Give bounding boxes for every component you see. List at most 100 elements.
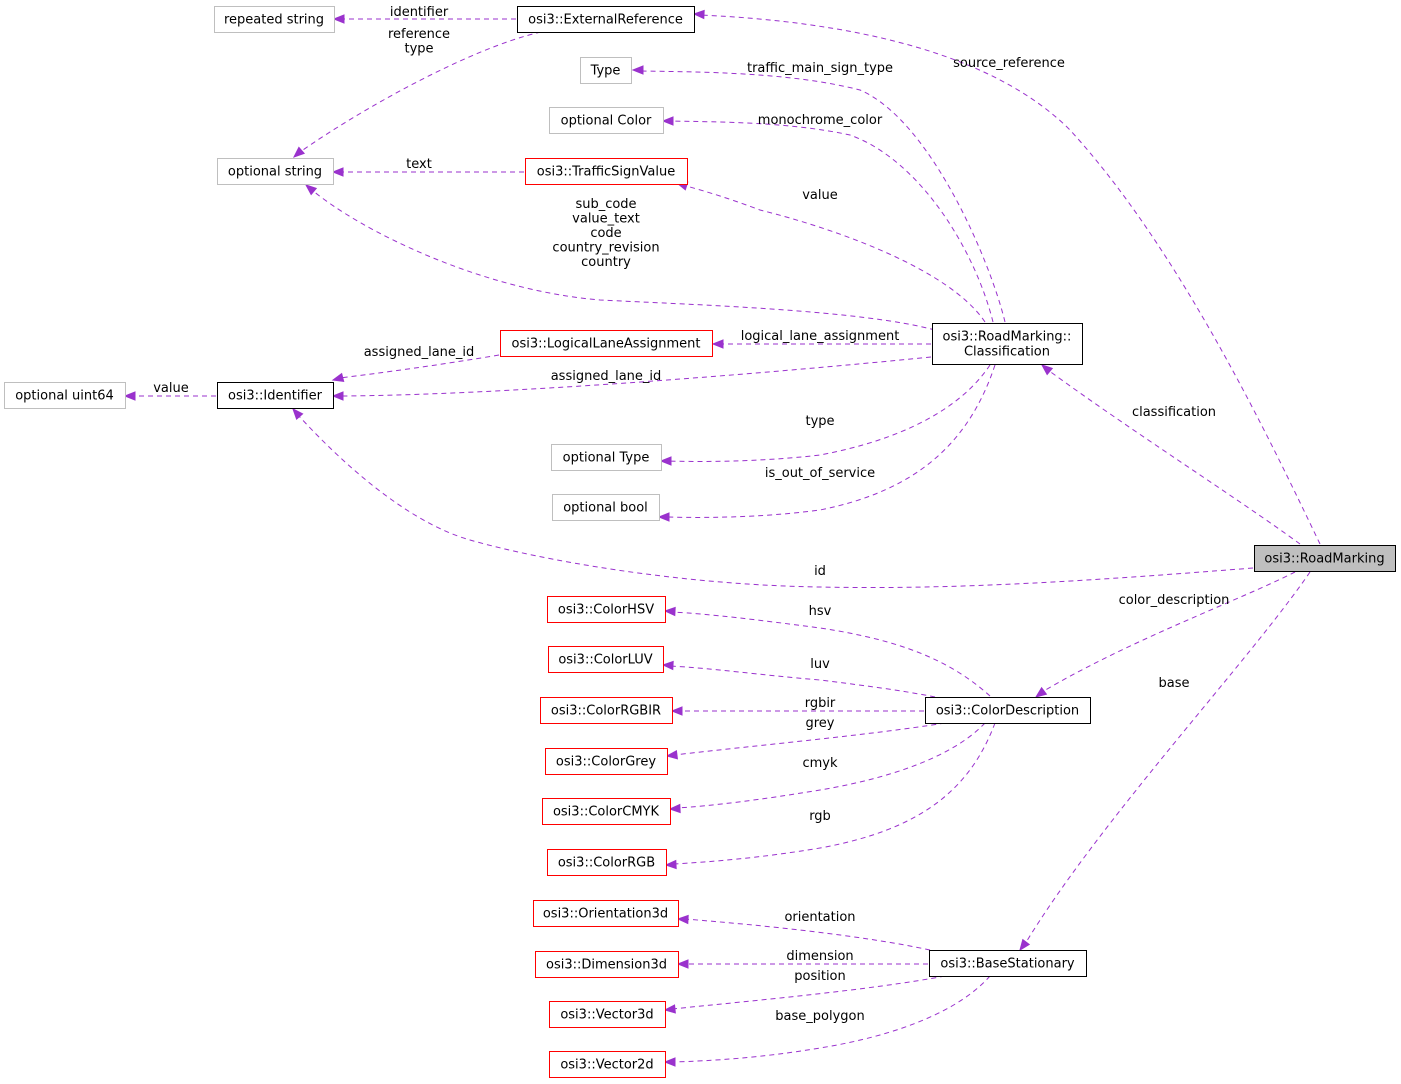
edge-bs-base-polygon: base_polygon: [663, 975, 991, 1067]
node-label: Type: [590, 64, 621, 79]
node-optional-type: optional Type: [551, 444, 662, 471]
edge-rm-base: base: [1019, 571, 1311, 952]
edge-label: source_reference: [953, 56, 1065, 71]
edge-line: [339, 354, 500, 379]
arrowhead-icon: [664, 859, 677, 870]
edge-label: identifier: [390, 5, 449, 20]
edge-rm-color-description: color_description: [1034, 571, 1296, 698]
edge-rm-source-reference: source_reference: [692, 9, 1321, 545]
arrowhead-icon: [661, 116, 674, 126]
edge-label: text: [406, 157, 432, 172]
node-box: [217, 158, 334, 185]
arrowhead-icon: [631, 65, 644, 75]
node-repeated-string: repeated string: [214, 6, 335, 33]
arrowhead-icon: [668, 803, 681, 814]
edge-line: [299, 31, 542, 153]
edge-ext-identifier: identifier: [332, 5, 516, 24]
node-logical-lane-assignment[interactable]: osi3::LogicalLaneAssignment: [500, 330, 713, 357]
node-dimension3d[interactable]: osi3::Dimension3d: [535, 951, 679, 978]
node-orientation3d[interactable]: osi3::Orientation3d: [533, 900, 679, 927]
edge-cd-rgbir: rgbir: [670, 696, 924, 716]
node-box: [549, 1001, 666, 1028]
node-label: osi3::Dimension3d: [546, 958, 667, 973]
node-road-marking: osi3::RoadMarking: [1254, 545, 1396, 572]
node-color-luv[interactable]: osi3::ColorLUV: [548, 646, 664, 673]
edge-line: [669, 120, 994, 323]
node-box: [500, 330, 713, 357]
node-box: [929, 950, 1087, 977]
node-box: [535, 951, 679, 978]
node-label: osi3::Orientation3d: [543, 907, 668, 922]
node-base-stationary[interactable]: osi3::BaseStationary: [929, 950, 1087, 977]
edge-bs-orientation: orientation: [676, 910, 931, 951]
node-box: [549, 1051, 666, 1078]
node-color-grey[interactable]: osi3::ColorGrey: [545, 748, 668, 775]
node-optional-color: optional Color: [549, 107, 664, 134]
node-traffic-sign-value[interactable]: osi3::TrafficSignValue: [525, 158, 688, 185]
edge-label: monochrome_color: [758, 113, 883, 128]
node-vector3d[interactable]: osi3::Vector3d: [549, 1001, 666, 1028]
node-color-description[interactable]: osi3::ColorDescription: [925, 697, 1091, 724]
node-optional-string: optional string: [217, 158, 334, 185]
node-box: [547, 849, 667, 876]
node-box: [545, 748, 668, 775]
node-box: [214, 6, 335, 33]
node-box: [517, 6, 695, 33]
edge-rm-id: id: [292, 407, 1254, 589]
node-label: optional Color: [561, 114, 652, 129]
arrowhead-icon: [657, 512, 670, 522]
edge-line: [1041, 571, 1296, 693]
node-vector2d[interactable]: osi3::Vector2d: [549, 1051, 666, 1078]
nodes-layer: repeated string osi3::ExternalReferenceTy…: [4, 6, 1396, 1078]
node-type: Type: [580, 57, 632, 84]
edge-label: cmyk: [802, 756, 838, 771]
arrowhead-icon: [663, 606, 676, 617]
arrowhead-icon: [1040, 364, 1054, 376]
edge-line: [684, 918, 931, 951]
node-color-rgbir[interactable]: osi3::ColorRGBIR: [540, 697, 673, 724]
arrowhead-icon: [331, 391, 344, 401]
node-label: osi3::Identifier: [228, 389, 323, 404]
edge-line: [671, 611, 991, 697]
node-box: [580, 57, 632, 84]
node-label: osi3::Vector3d: [560, 1008, 653, 1023]
edge-cls-assigned-lane-id: assigned_lane_id: [331, 356, 932, 401]
edge-label: grey: [805, 716, 834, 731]
edge-label: logical_lane_assignment: [741, 329, 900, 344]
node-label: osi3::ColorHSV: [558, 603, 654, 618]
node-external-reference[interactable]: osi3::ExternalReference: [517, 6, 695, 33]
arrowhead-icon: [711, 339, 724, 349]
arrowhead-icon: [292, 146, 306, 158]
node-color-cmyk[interactable]: osi3::ColorCMYK: [542, 798, 671, 825]
node-optional-bool: optional bool: [552, 494, 660, 521]
edge-label: orientation: [784, 910, 855, 925]
edge-label: color_description: [1119, 593, 1230, 608]
edge-line: [311, 189, 936, 331]
edge-label: id: [814, 564, 826, 579]
node-label: optional uint64: [15, 389, 114, 404]
edge-line: [699, 14, 1321, 545]
node-label: optional bool: [563, 501, 648, 516]
arrowhead-icon: [331, 167, 344, 177]
node-identifier[interactable]: osi3::Identifier: [217, 382, 334, 409]
edge-label: hsv: [809, 604, 832, 619]
arrowhead-icon: [676, 959, 689, 969]
node-label: optional string: [228, 165, 322, 180]
edge-cls-monochrome-color: monochrome_color: [661, 113, 994, 323]
node-color-hsv[interactable]: osi3::ColorHSV: [547, 596, 666, 623]
node-classification[interactable]: osi3::RoadMarking::Classification: [932, 323, 1083, 365]
node-box: [551, 444, 662, 471]
arrowhead-icon: [1019, 938, 1031, 952]
node-color-rgb[interactable]: osi3::ColorRGB: [547, 849, 667, 876]
node-box: [4, 382, 126, 409]
edge-label: value: [153, 381, 189, 396]
arrowhead-icon: [332, 14, 345, 24]
edge-line: [672, 722, 996, 865]
node-label: osi3::LogicalLaneAssignment: [512, 337, 701, 352]
edge-label: dimension: [786, 949, 853, 964]
